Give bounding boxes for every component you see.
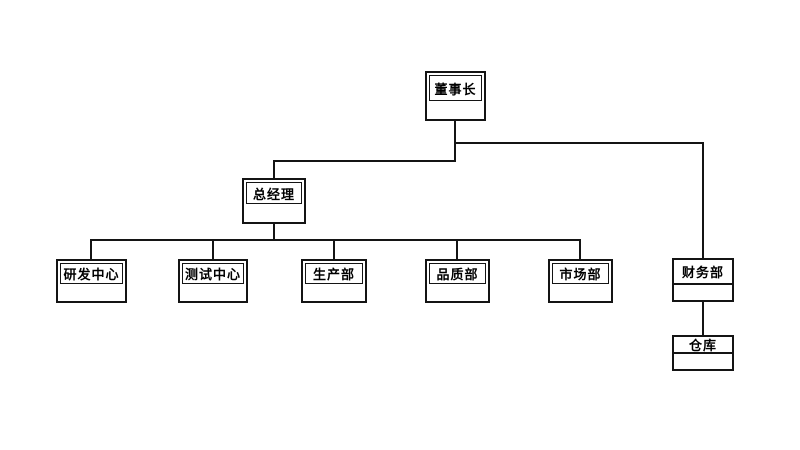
org-node-chairman: 董事长	[425, 71, 486, 121]
org-node-warehouse-empty-field	[674, 354, 732, 369]
connector-chairman-stem	[454, 120, 456, 162]
org-node-warehouse-label: 仓库	[674, 337, 732, 354]
org-node-production-dept-label: 生产部	[305, 263, 363, 284]
connector-gm-children-bus	[90, 239, 581, 241]
org-node-rd-center-empty-field	[60, 284, 123, 299]
org-node-production-dept: 生产部	[301, 259, 367, 303]
org-node-quality-dept-label: 品质部	[429, 263, 486, 284]
org-node-chairman-label: 董事长	[429, 75, 482, 101]
connector-quality-drop	[456, 239, 458, 259]
org-node-testing-center: 测试中心	[178, 259, 248, 303]
connector-production-drop	[333, 239, 335, 259]
org-node-quality-dept: 品质部	[425, 259, 490, 303]
org-node-rd-center-label: 研发中心	[60, 263, 123, 284]
org-node-marketing-dept: 市场部	[548, 259, 613, 303]
connector-gm-stem	[273, 224, 275, 240]
org-node-finance-dept-label: 财务部	[674, 260, 732, 285]
connector-gm-drop	[273, 160, 275, 178]
org-node-general-manager-empty-field	[246, 204, 302, 220]
connector-finance-to-warehouse	[702, 302, 704, 335]
org-node-rd-center: 研发中心	[56, 259, 127, 303]
org-node-warehouse: 仓库	[672, 335, 734, 371]
org-node-quality-dept-empty-field	[429, 284, 486, 299]
org-node-testing-center-empty-field	[182, 284, 244, 299]
org-node-general-manager-label: 总经理	[246, 182, 302, 204]
org-node-general-manager: 总经理	[242, 178, 306, 224]
org-node-testing-center-label: 测试中心	[182, 263, 244, 284]
connector-testing-center-drop	[212, 239, 214, 259]
connector-marketing-drop	[579, 239, 581, 259]
org-node-finance-dept-empty-field	[674, 285, 732, 300]
org-node-chairman-empty-field	[429, 101, 482, 117]
org-node-finance-dept: 财务部	[672, 258, 734, 302]
org-node-marketing-dept-empty-field	[552, 284, 609, 299]
connector-finance-drop	[702, 142, 704, 258]
connector-rd-center-drop	[90, 239, 92, 259]
connector-chairman-to-finance-horizontal	[454, 142, 704, 144]
org-node-production-dept-empty-field	[305, 284, 363, 299]
org-node-marketing-dept-label: 市场部	[552, 263, 609, 284]
connector-chairman-to-gm-horizontal	[273, 160, 456, 162]
